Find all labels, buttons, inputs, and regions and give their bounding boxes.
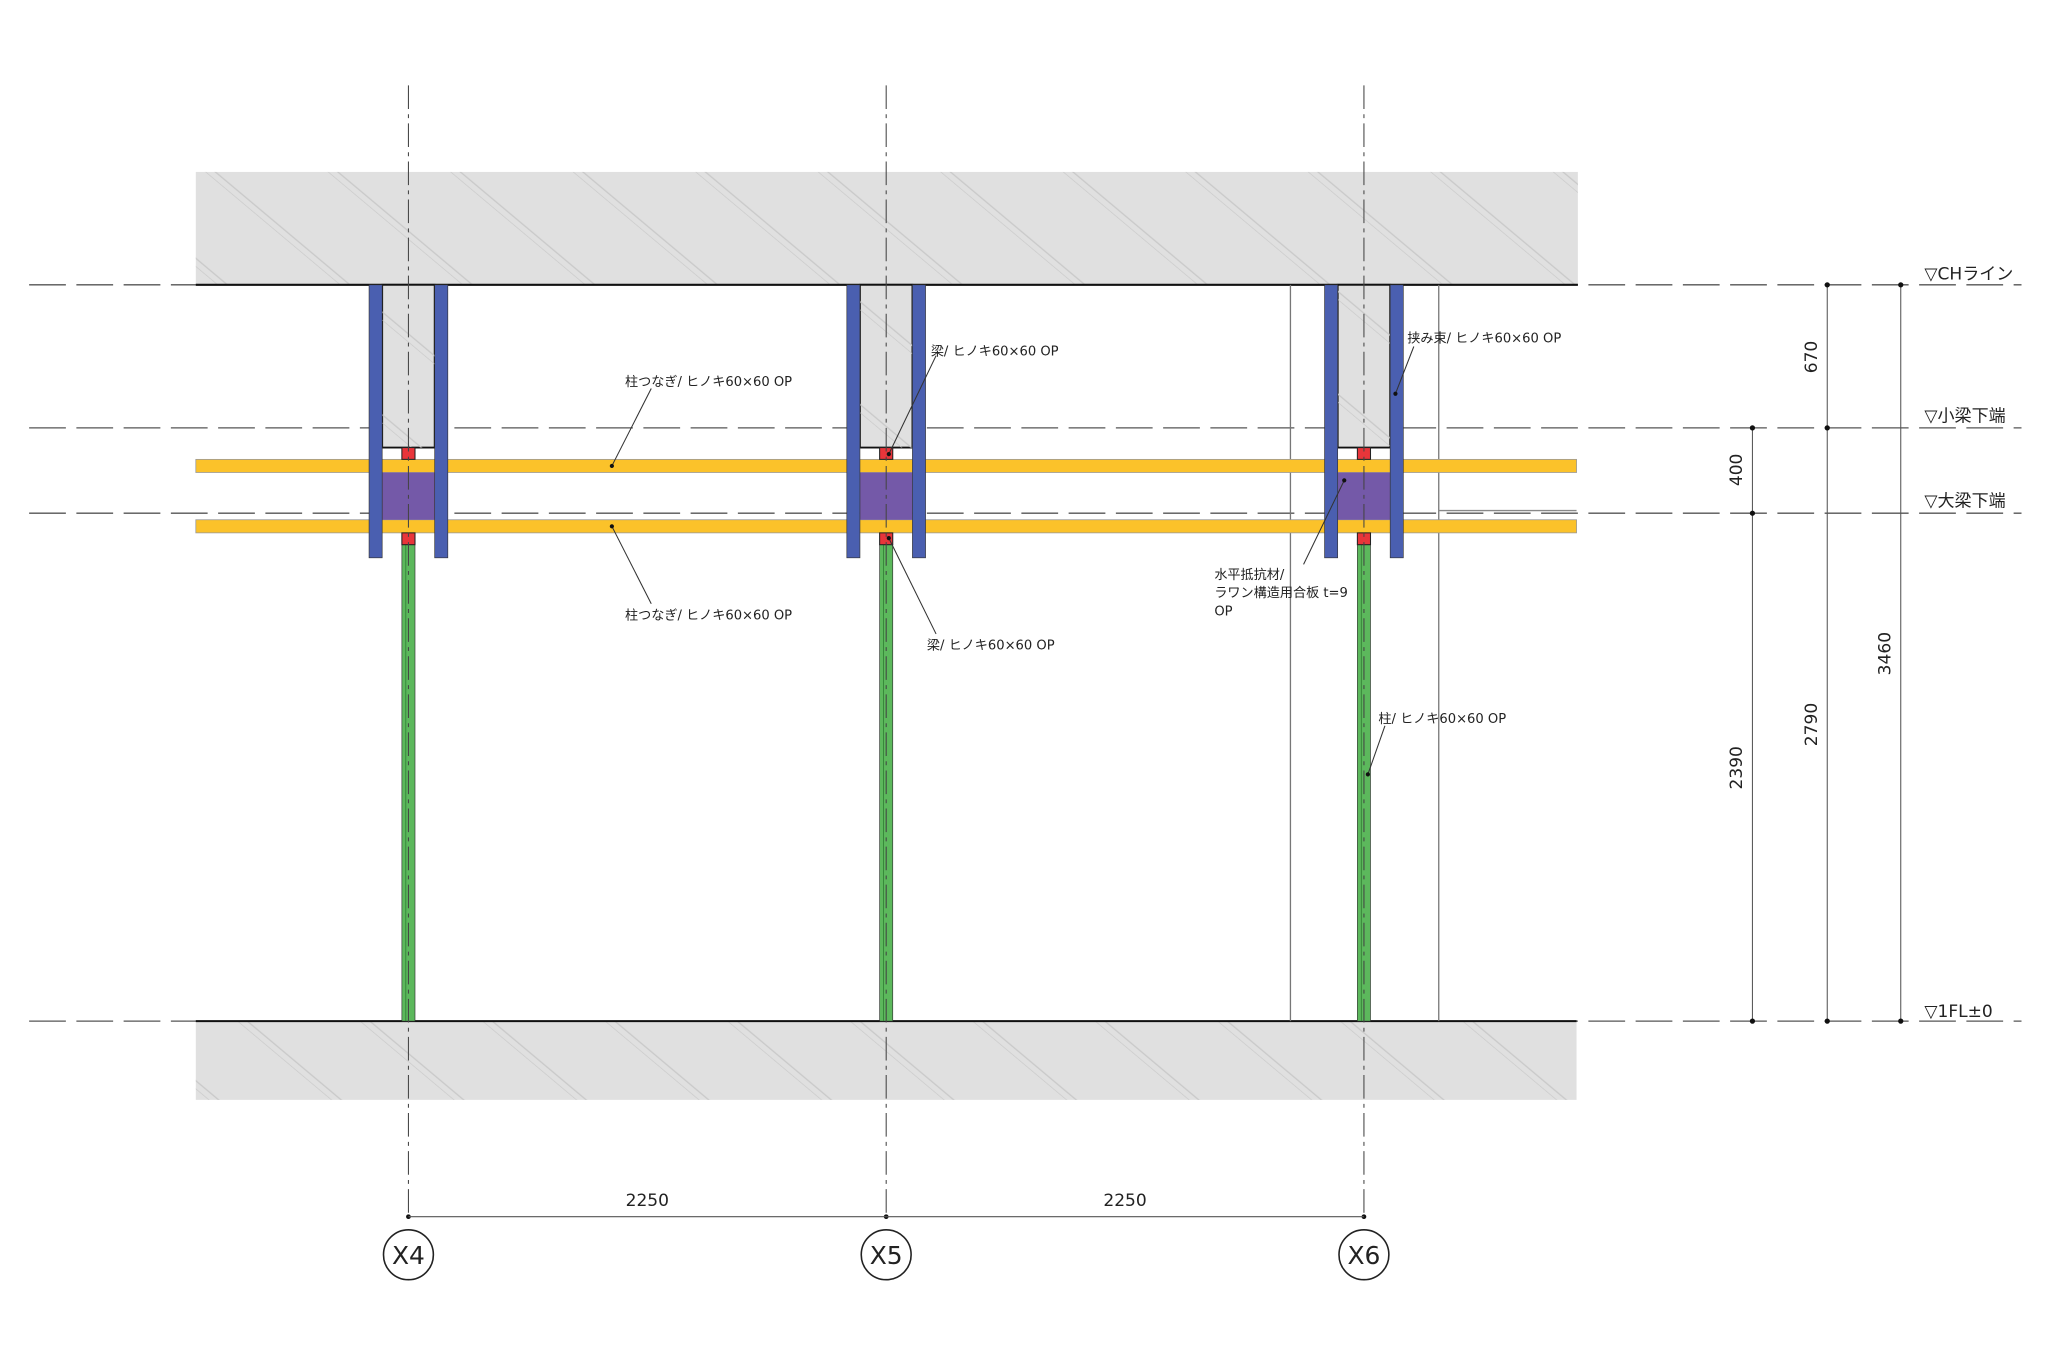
annotation-column: 柱/ ヒノキ60×60 OP — [1378, 711, 1506, 727]
dim-span-1: 2250 — [626, 1191, 669, 1211]
ceiling-slab-hatch — [195, 171, 1578, 285]
leader-lines — [611, 346, 1415, 775]
dim-tick — [1824, 282, 1830, 288]
annotation-beam-lower: 梁/ ヒノキ60×60 OP — [927, 638, 1055, 654]
annotation-brace-3: OP — [1214, 605, 1232, 620]
annotation-brace-2: ラワン構造用合板 t=9 — [1214, 585, 1348, 601]
dim-670: 670 — [1802, 341, 1822, 374]
grid-label-x6: X6 — [1347, 1241, 1380, 1270]
clamp-post — [1324, 284, 1339, 559]
level-label-ch: ▽CHライン — [1924, 265, 2013, 285]
annotation-tie-lower: 柱つなぎ/ ヒノキ60×60 OP — [625, 608, 792, 624]
annotation-clamp-post: 挟み束/ ヒノキ60×60 OP — [1407, 331, 1561, 347]
clamp-post — [1389, 284, 1404, 559]
annotation-tie-upper: 柱つなぎ/ ヒノキ60×60 OP — [625, 374, 792, 390]
dim-400: 400 — [1727, 454, 1747, 487]
clamp-post — [846, 284, 861, 559]
dim-3460: 3460 — [1875, 632, 1895, 675]
grid-bubble — [860, 1229, 912, 1281]
dim-span-2: 2250 — [1103, 1191, 1146, 1211]
dim-tick — [1749, 1018, 1756, 1024]
grid-bubble — [382, 1229, 435, 1281]
level-label-small-beam: ▽小梁下端 — [1924, 406, 2005, 426]
dim-tick — [1898, 282, 1904, 288]
grid-bubble — [1338, 1229, 1390, 1281]
dim-tick — [1898, 1018, 1904, 1024]
annotation-beam-upper: 梁/ ヒノキ60×60 OP — [931, 344, 1059, 360]
dim-tick — [1749, 510, 1756, 516]
level-label-large-beam: ▽大梁下端 — [1924, 492, 2005, 512]
clamp-post — [912, 284, 926, 559]
annotation-brace-1: 水平抵抗材/ — [1214, 567, 1285, 583]
clamp-post — [434, 284, 449, 559]
dim-2790: 2790 — [1802, 703, 1822, 746]
leader-dots — [609, 391, 1398, 777]
dim-tick — [1824, 1018, 1830, 1024]
dim-2390: 2390 — [1727, 746, 1747, 789]
dim-tick — [1824, 425, 1830, 431]
grid-label-x5: X5 — [870, 1241, 903, 1270]
grid-label-x4: X4 — [392, 1241, 425, 1270]
level-label-floor: ▽1FL±0 — [1924, 1002, 1992, 1022]
clamp-post — [368, 284, 383, 559]
dim-tick — [1749, 425, 1756, 431]
